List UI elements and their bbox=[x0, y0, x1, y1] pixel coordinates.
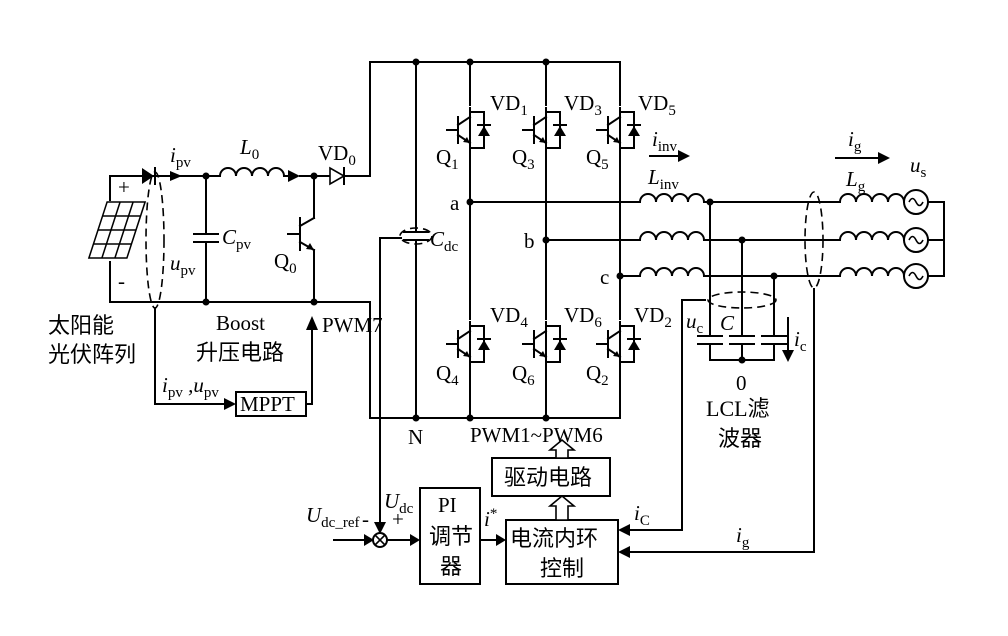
l-g-label: Lg bbox=[845, 167, 866, 195]
pv-array-label-2: 光伏阵列 bbox=[48, 342, 136, 367]
phase-b-label: b bbox=[524, 229, 535, 253]
dc-link: Cdc N bbox=[369, 58, 621, 534]
vd1-label: VD1 bbox=[490, 91, 528, 119]
vd2-label: VD2 bbox=[634, 303, 672, 331]
c-label: C bbox=[720, 311, 735, 335]
input-diode-icon bbox=[142, 168, 154, 184]
vd6-label: VD6 bbox=[564, 303, 602, 331]
ic-feedback-label: iC bbox=[634, 501, 650, 529]
plus-sign: + bbox=[392, 507, 404, 531]
u-s-label: us bbox=[910, 153, 927, 181]
l-inv-label: Linv bbox=[647, 165, 679, 193]
ig-feedback-label: ig bbox=[736, 523, 750, 551]
grid-source-a-icon bbox=[903, 189, 929, 215]
q1-label: Q1 bbox=[436, 145, 459, 173]
pi-label-2: 调节 bbox=[429, 524, 473, 549]
inductor-lg-b-icon bbox=[839, 231, 905, 241]
i-g-label: ig bbox=[848, 127, 862, 155]
control-section: Udc_ref - + Udc PI 调节 器 i* 电流内环 控制 驱动电路 bbox=[306, 288, 815, 585]
vd0-label: VD0 bbox=[318, 141, 356, 169]
q2-label: Q2 bbox=[586, 361, 609, 389]
inductor-l0-icon bbox=[219, 167, 285, 177]
n-label: N bbox=[408, 425, 423, 449]
i-inv-label: iinv bbox=[652, 127, 678, 155]
mppt-box bbox=[235, 391, 307, 417]
pv-minus-sign: - bbox=[118, 269, 125, 293]
pv-plus-sign: + bbox=[118, 175, 130, 199]
boost-stage: ipv upv L0 VD0 Cpv Q0 Boost bbox=[139, 135, 383, 405]
lcl-filter-label-2: 波器 bbox=[718, 426, 762, 451]
lcl-filter: iinv Linv uc C ic 0 bbox=[469, 127, 945, 451]
grid-current-probe bbox=[804, 191, 824, 289]
dc-voltage-probe bbox=[399, 227, 433, 245]
cdc-label: Cdc bbox=[430, 227, 459, 255]
neutral-zero-label: 0 bbox=[736, 371, 747, 395]
diode-vd0-icon bbox=[329, 166, 346, 186]
vd3-label: VD3 bbox=[564, 91, 602, 119]
current-loop-label-1: 电流内环 bbox=[510, 526, 598, 551]
i-star-label: i* bbox=[484, 506, 497, 531]
q0-label: Q0 bbox=[274, 249, 297, 277]
q4-label: Q4 bbox=[436, 361, 459, 389]
pv-array-label-1: 太阳能 bbox=[48, 313, 114, 338]
vd5-label: VD5 bbox=[638, 91, 676, 119]
current-loop-label-2: 控制 bbox=[540, 556, 584, 581]
u-dc-ref-label: Udc_ref bbox=[306, 503, 359, 531]
driver-box bbox=[491, 457, 611, 497]
i-c-label: ic bbox=[794, 327, 807, 355]
l0-label: L0 bbox=[239, 135, 259, 163]
pv-current-probe bbox=[145, 171, 165, 309]
minus-sign: - bbox=[362, 507, 369, 531]
q3-label: Q3 bbox=[512, 145, 535, 173]
boost-label: Boost bbox=[216, 311, 265, 335]
lcl-filter-label-1: LCL滤 bbox=[706, 396, 770, 421]
cpv-label: Cpv bbox=[222, 225, 252, 253]
inductor-lg-c-icon bbox=[839, 267, 905, 277]
pi-label-3: 器 bbox=[440, 554, 462, 579]
pwm1-6-label: PWM1~PWM6 bbox=[470, 423, 603, 447]
inductor-linv-a-icon bbox=[639, 193, 705, 203]
boost-label-cn: 升压电路 bbox=[196, 340, 284, 365]
i-pv-label: ipv bbox=[170, 143, 191, 171]
pwm7-label: PWM7 bbox=[322, 313, 383, 337]
pv-array: + - 太阳能 光伏阵列 bbox=[48, 175, 147, 367]
inverter-bridge: VD1 VD3 VD5 Q1 Q3 Q5 VD4 VD6 VD2 Q4 Q6 Q… bbox=[436, 58, 676, 447]
vd4-label: VD4 bbox=[490, 303, 528, 331]
q5-label: Q5 bbox=[586, 145, 609, 173]
mppt-input-label: ipv ,upv bbox=[162, 373, 219, 401]
inductor-lg-a-icon bbox=[839, 193, 905, 203]
inductor-linv-b-icon bbox=[639, 231, 705, 241]
mppt-block: MPPT ipv ,upv bbox=[154, 307, 313, 417]
summing-junction-icon bbox=[372, 532, 388, 548]
phase-a-label: a bbox=[450, 191, 460, 215]
inductor-linv-c-icon bbox=[639, 267, 705, 277]
grid-source-b-icon bbox=[903, 227, 929, 253]
q6-label: Q6 bbox=[512, 361, 535, 389]
driver-label: 驱动电路 bbox=[504, 465, 592, 490]
filter-cap-probe bbox=[707, 291, 777, 309]
grid-source-c-icon bbox=[903, 263, 929, 289]
pi-label-1: PI bbox=[438, 493, 457, 517]
u-dc-label: Udc bbox=[384, 489, 414, 517]
u-c-label: uc bbox=[686, 309, 704, 337]
u-pv-label: upv bbox=[170, 251, 196, 279]
mppt-label: MPPT bbox=[240, 392, 295, 416]
solar-panel-icon bbox=[87, 201, 147, 259]
phase-c-label: c bbox=[600, 265, 609, 289]
pi-controller-box bbox=[419, 487, 481, 585]
